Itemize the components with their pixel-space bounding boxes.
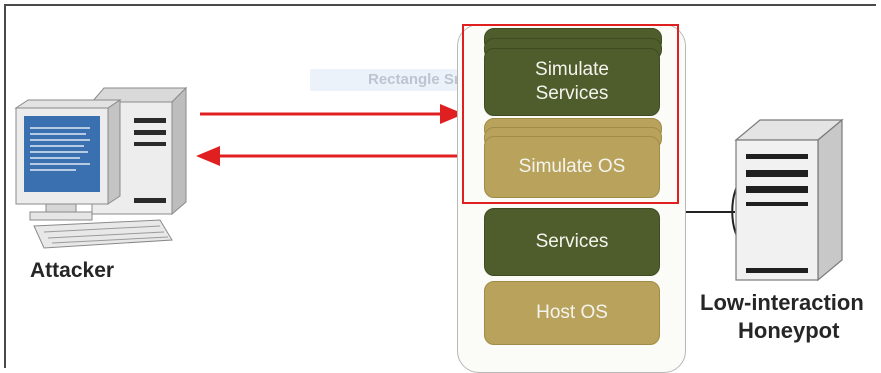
attacker-keyboard <box>33 219 173 249</box>
simulate-services-layer: Simulate Services <box>484 48 660 116</box>
services-layer: Services <box>484 208 660 276</box>
host-os-text: Host OS <box>536 302 608 323</box>
figure-frame <box>4 4 876 368</box>
host-os-layer: Host OS <box>484 281 660 345</box>
attacker-computer-icon <box>14 86 188 249</box>
honeypot-server-icon <box>734 118 844 282</box>
honeypot-label-line2: Honeypot <box>738 318 840 343</box>
arrow-to-attacker <box>196 146 462 166</box>
simulate-os-text: Simulate OS <box>518 156 626 177</box>
simulation-highlight-box <box>462 24 679 204</box>
attacker-monitor <box>14 99 122 221</box>
simulate-services-text: Simulate Services <box>535 59 609 104</box>
honeypot-label-line1: Low-interaction <box>700 290 864 315</box>
simulate-os-layer: Simulate OS <box>484 136 660 198</box>
attacker-label: Attacker <box>30 259 115 282</box>
services-text: Services <box>535 231 609 252</box>
arrow-to-honeypot <box>200 104 464 124</box>
